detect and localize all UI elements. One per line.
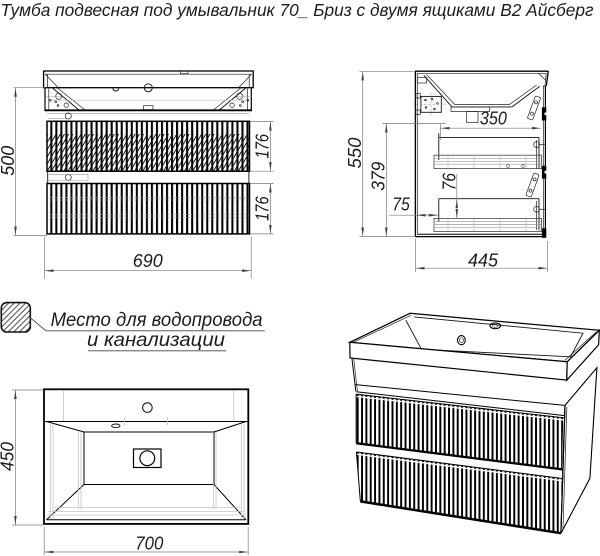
svg-text:и канализации: и канализации [87, 330, 225, 351]
svg-text:379: 379 [367, 162, 388, 191]
svg-text:Тумба подвесная под умывальник: Тумба подвесная под умывальник 70_ Бриз … [1, 0, 594, 20]
svg-text:75: 75 [392, 194, 410, 215]
svg-text:176: 176 [251, 196, 272, 221]
svg-text:690: 690 [133, 250, 164, 271]
svg-text:Место для водопровода: Место для водопровода [51, 310, 263, 331]
svg-text:700: 700 [135, 533, 164, 554]
svg-text:445: 445 [468, 250, 499, 271]
svg-text:550: 550 [344, 137, 365, 169]
svg-text:76: 76 [438, 172, 459, 190]
svg-text:176: 176 [251, 133, 272, 158]
svg-text:450: 450 [0, 441, 17, 471]
svg-text:350: 350 [480, 108, 508, 129]
svg-text:500: 500 [0, 145, 18, 176]
